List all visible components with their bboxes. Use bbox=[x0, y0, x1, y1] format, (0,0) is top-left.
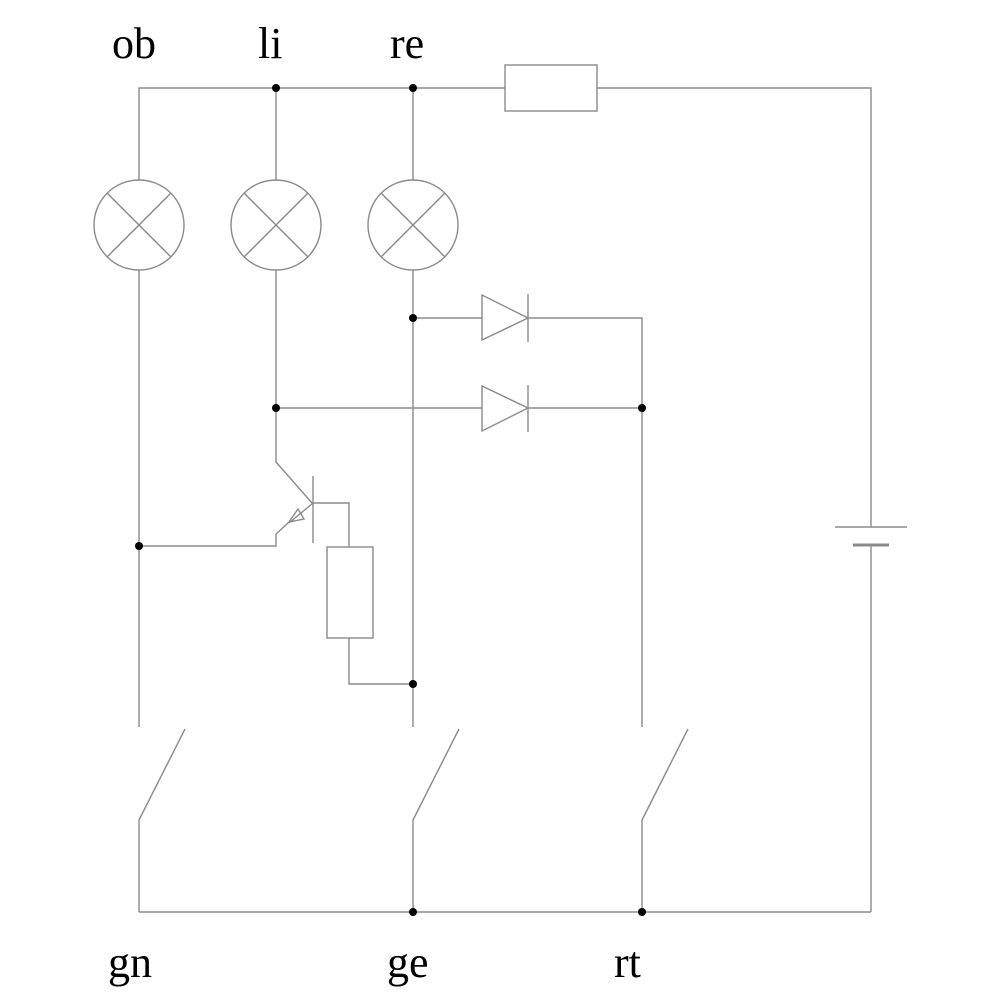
diode-upper bbox=[413, 293, 643, 727]
junction-dot bbox=[409, 680, 417, 688]
junction-dot bbox=[638, 404, 646, 412]
junction-dot bbox=[272, 84, 280, 92]
diode-lower bbox=[276, 384, 642, 433]
lamp-ob bbox=[93, 179, 185, 271]
switch-ge[interactable] bbox=[412, 728, 460, 912]
label-ge: ge bbox=[387, 938, 429, 987]
label-re: re bbox=[390, 19, 424, 68]
junction-dot bbox=[409, 314, 417, 322]
junction-dot bbox=[272, 404, 280, 412]
junction-dot bbox=[409, 908, 417, 916]
battery bbox=[835, 526, 907, 912]
junction-dot bbox=[638, 908, 646, 916]
label-gn: gn bbox=[108, 938, 152, 987]
switch-gn[interactable] bbox=[138, 728, 186, 912]
pnp-transistor bbox=[139, 476, 350, 547]
top-rail bbox=[138, 87, 872, 527]
resistor-transistor bbox=[326, 546, 413, 685]
resistor-top bbox=[504, 64, 598, 112]
wire-li bbox=[275, 270, 313, 504]
lamp-li bbox=[230, 88, 322, 271]
lamp-re bbox=[367, 88, 459, 271]
label-ob: ob bbox=[112, 19, 156, 68]
label-rt: rt bbox=[614, 938, 641, 987]
junction-dot bbox=[409, 84, 417, 92]
switch-rt[interactable] bbox=[641, 728, 689, 912]
label-li: li bbox=[258, 19, 282, 68]
junction-dot bbox=[135, 542, 143, 550]
